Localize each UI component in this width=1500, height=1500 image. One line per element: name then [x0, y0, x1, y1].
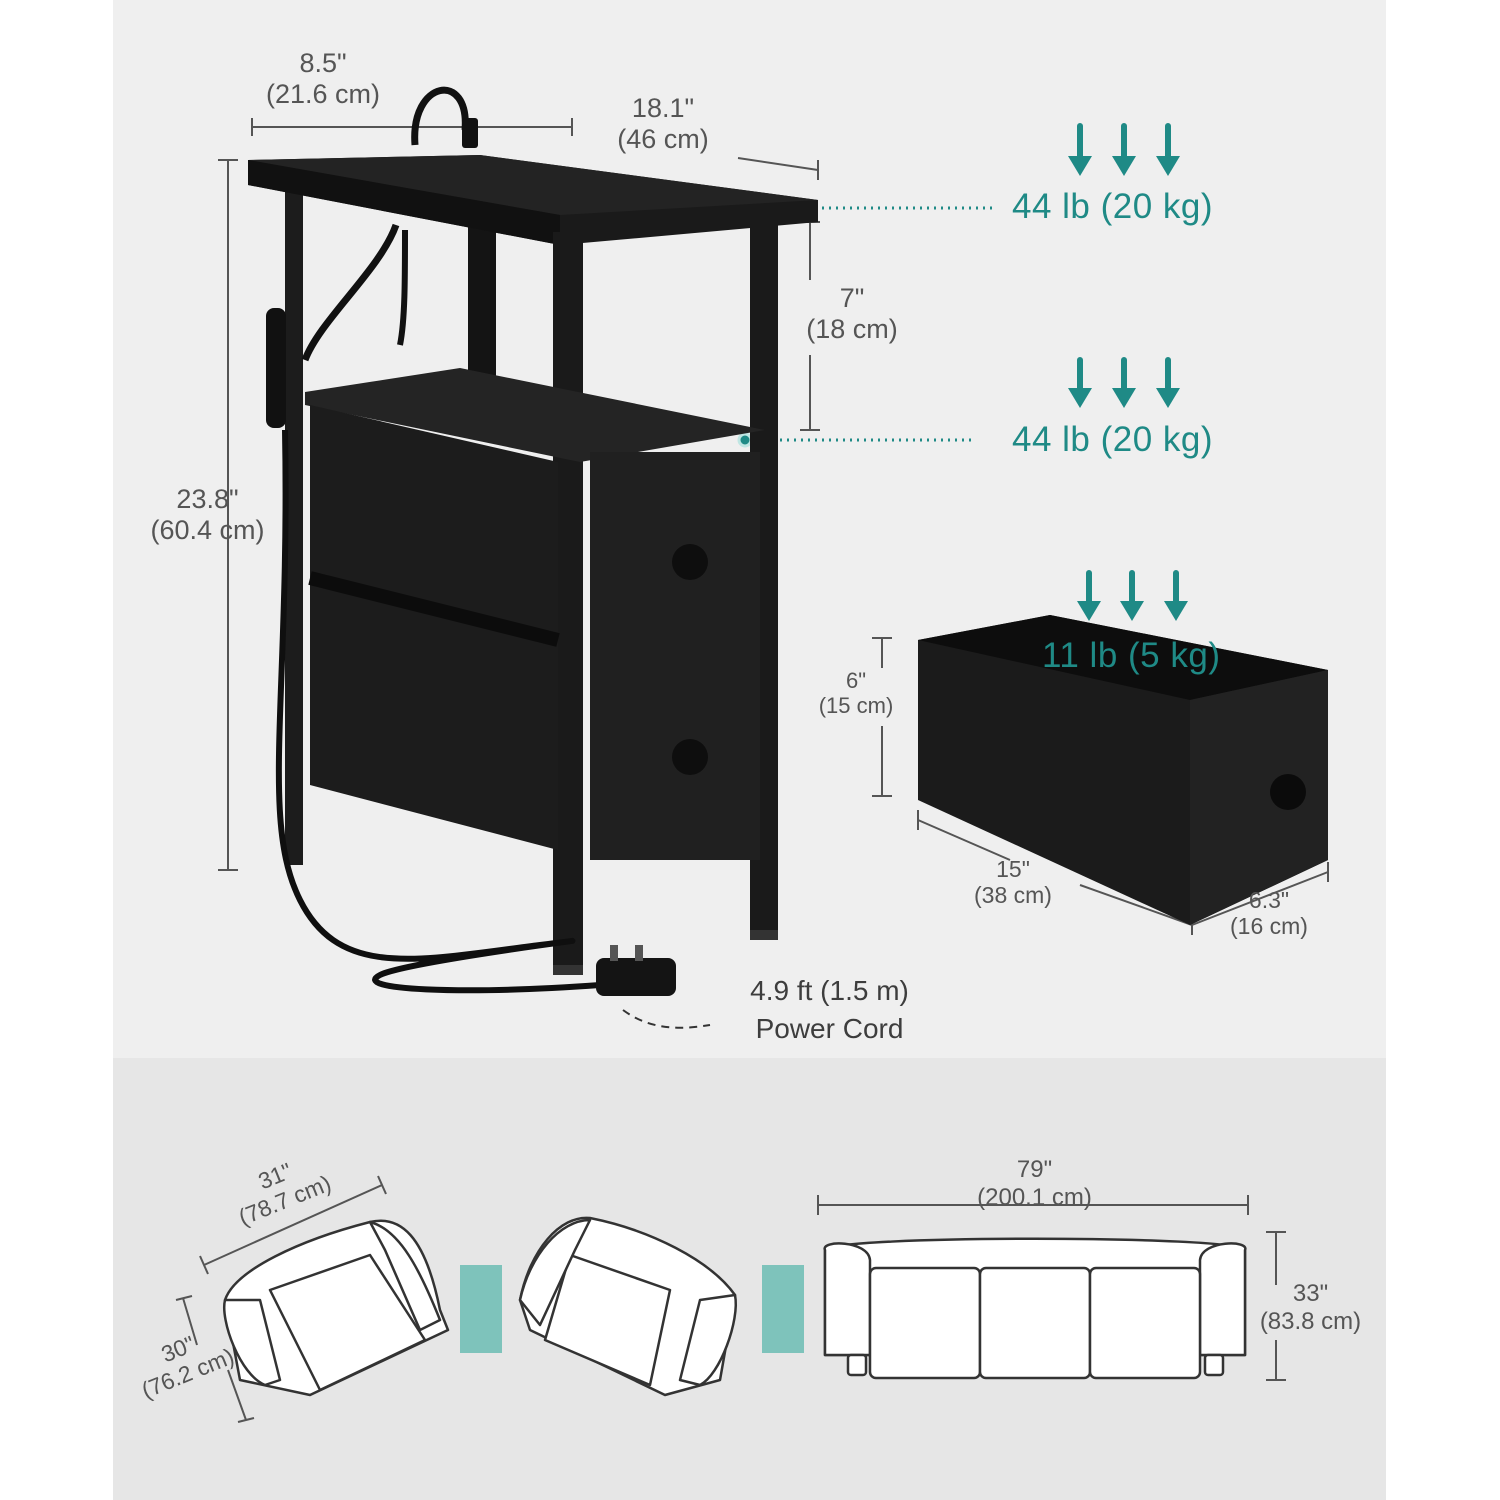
fabric-drawer	[918, 615, 1328, 925]
shelf-gap-label: 7"(18 cm)	[806, 283, 898, 345]
side-table	[248, 86, 818, 1029]
sofa-width-label: 79"(200.1 cm)	[977, 1156, 1092, 1211]
dimension-lines	[175, 118, 1329, 1423]
armchair-left	[222, 1219, 450, 1397]
drawer-load-label: 11 lb (5 kg)	[1042, 636, 1221, 675]
drawer-length-label: 15"(38 cm)	[974, 856, 1052, 909]
separator-1	[460, 1265, 502, 1353]
table-width-label: 18.1"(46 cm)	[617, 93, 709, 155]
drawer-height-label: 6"(15 cm)	[818, 668, 894, 719]
furniture-outlines	[222, 1216, 1247, 1397]
top-load-label: 44 lb (20 kg)	[1012, 187, 1214, 226]
sofa-height-label: 33"(83.8 cm)	[1259, 1280, 1362, 1335]
load-indicators	[737, 123, 1188, 621]
table-depth-label: 8.5"(21.6 cm)	[265, 48, 381, 110]
table-height-label: 23.8"(60.4 cm)	[150, 484, 265, 546]
drawer-width-label: 6.3"(16 cm)	[1230, 887, 1308, 940]
sofa	[823, 1237, 1247, 1380]
armchair-right	[518, 1216, 738, 1397]
shelf-load-label: 44 lb (20 kg)	[1012, 420, 1214, 459]
power-cord-label: 4.9 ft (1.5 m)Power Cord	[750, 975, 909, 1044]
separator-2	[762, 1265, 804, 1353]
